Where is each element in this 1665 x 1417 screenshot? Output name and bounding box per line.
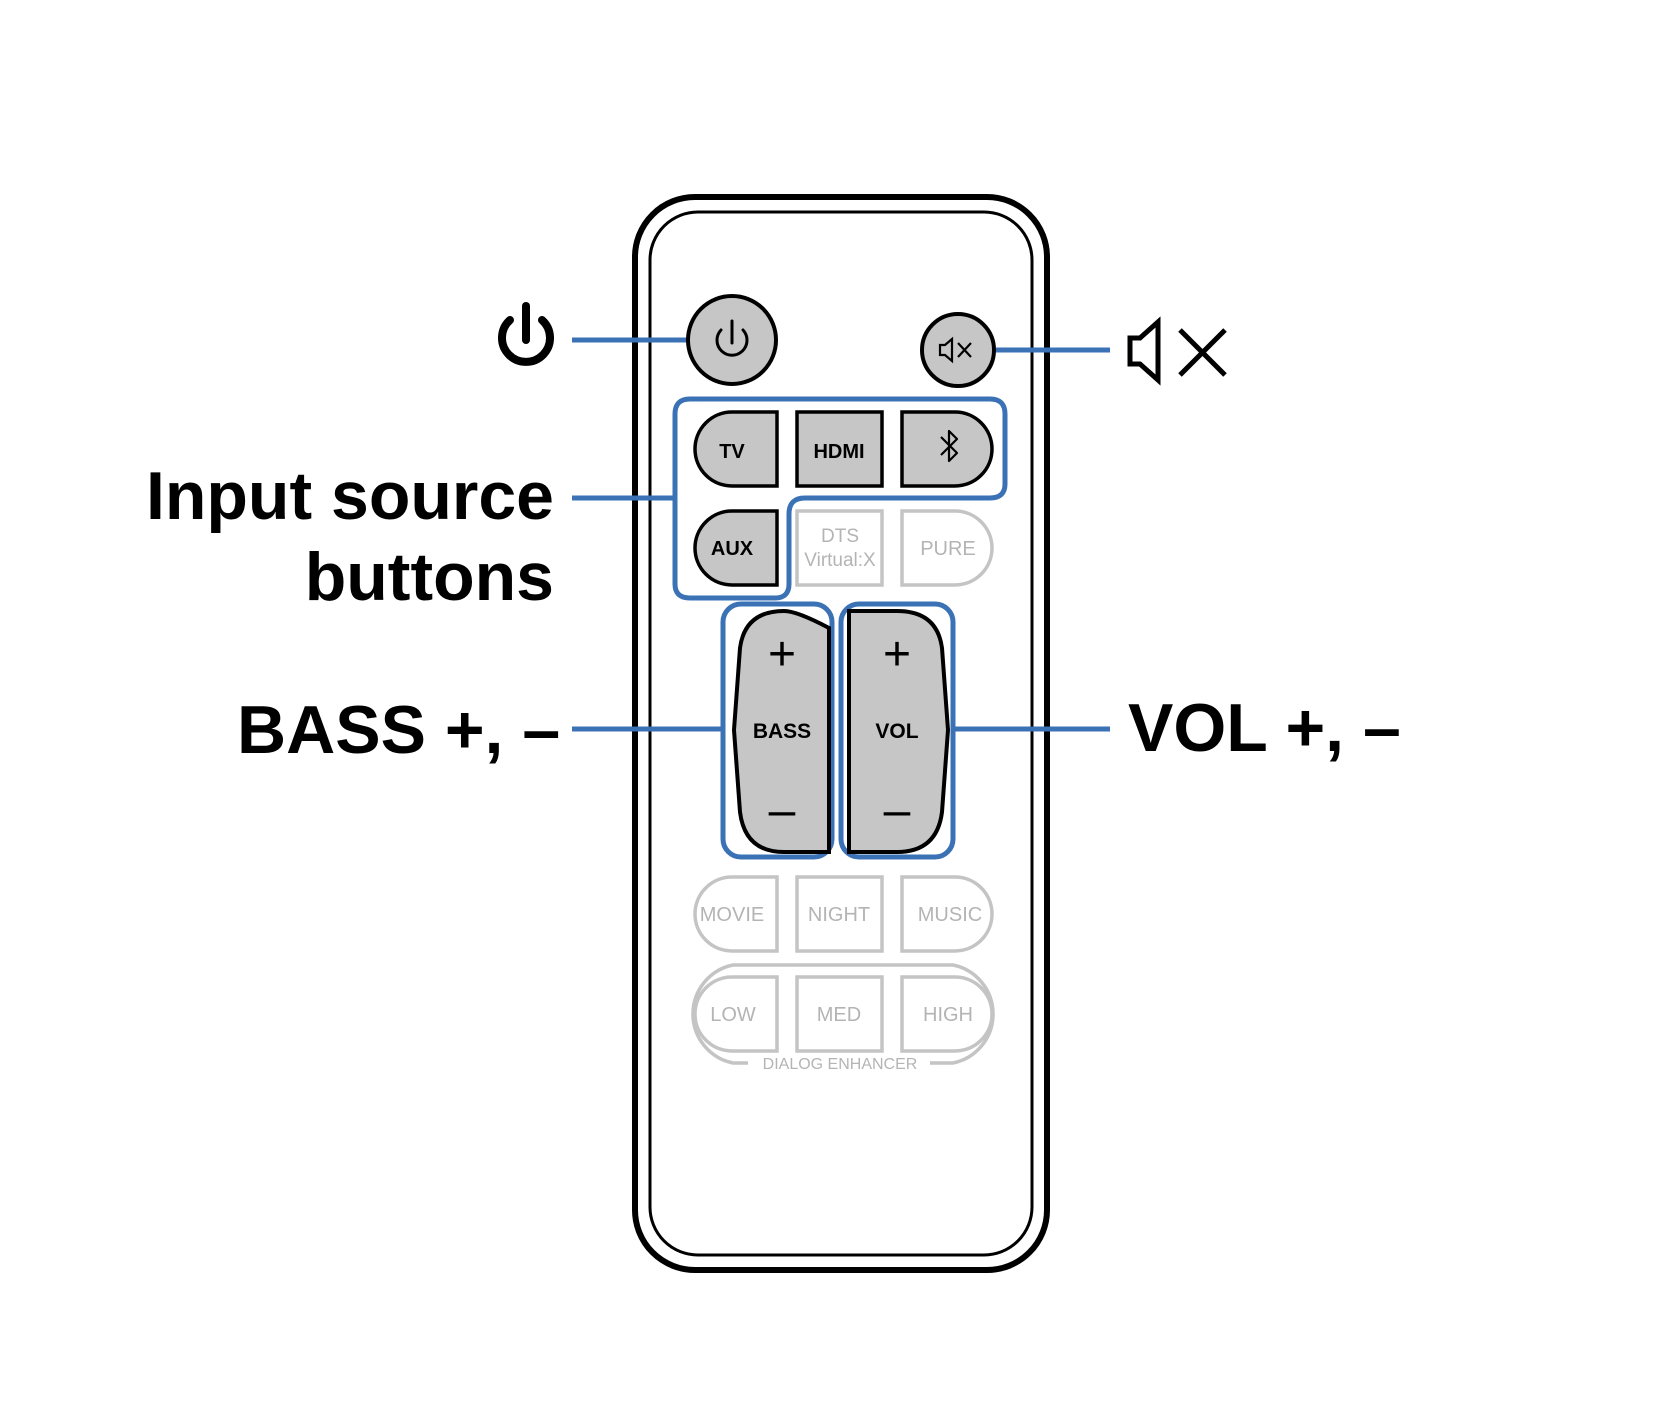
bass-plus[interactable]: +	[768, 628, 796, 681]
vol-label: VOL	[875, 720, 918, 743]
night-button-label: NIGHT	[808, 904, 870, 926]
pure-button-label: PURE	[920, 538, 976, 560]
bass-label: BASS	[753, 720, 811, 743]
tv-button-label: TV	[719, 441, 745, 463]
music-button-label: MUSIC	[918, 904, 982, 926]
input-source-label-line1: Input source	[145, 458, 554, 534]
bass-highlight	[720, 601, 835, 860]
tv-button[interactable]: TV	[693, 410, 779, 488]
bluetooth-icon	[940, 429, 959, 463]
low-button-label: LOW	[710, 1004, 756, 1026]
dts-label-line2: Virtual:X	[804, 550, 876, 571]
med-button[interactable]: MED	[795, 975, 884, 1053]
dts-label-line1: DTS	[821, 526, 859, 547]
high-button-label: HIGH	[923, 1004, 973, 1026]
bass-rocker[interactable]: + BASS –	[731, 608, 831, 854]
input-source-label-line2: buttons	[304, 539, 554, 615]
power-callout-icon	[498, 302, 554, 366]
high-button[interactable]: HIGH	[900, 975, 994, 1053]
movie-button-label: MOVIE	[700, 904, 764, 926]
dialog-enhancer-label: DIALOG ENHANCER	[763, 1056, 918, 1073]
med-button-label: MED	[817, 1004, 861, 1026]
hdmi-button-label: HDMI	[813, 441, 864, 463]
dialog-enhancer-group: DIALOG ENHANCER	[691, 963, 995, 1073]
input-source-highlight	[672, 396, 1008, 601]
night-button[interactable]: NIGHT	[795, 875, 884, 953]
aux-button[interactable]: AUX	[693, 509, 779, 587]
vol-plus[interactable]: +	[883, 628, 911, 681]
dts-virtual-x-button[interactable]: DTS Virtual:X	[795, 509, 884, 587]
vol-callout-label: VOL +, –	[1128, 690, 1401, 766]
mute-icon	[938, 336, 972, 364]
power-icon	[715, 319, 749, 357]
mute-callout-icon	[1127, 316, 1227, 386]
leader-lines	[572, 337, 1110, 732]
aux-button-label: AUX	[711, 538, 754, 560]
hdmi-button[interactable]: HDMI	[795, 410, 884, 488]
bluetooth-button[interactable]	[900, 410, 994, 488]
vol-highlight	[838, 601, 956, 860]
movie-button[interactable]: MOVIE	[693, 875, 779, 953]
bass-minus[interactable]: –	[769, 784, 796, 837]
mute-button[interactable]	[920, 312, 996, 388]
vol-minus[interactable]: –	[884, 784, 911, 837]
pure-button[interactable]: PURE	[900, 509, 994, 587]
low-button[interactable]: LOW	[693, 975, 779, 1053]
music-button[interactable]: MUSIC	[900, 875, 994, 953]
power-button[interactable]	[686, 294, 778, 386]
vol-rocker[interactable]: + VOL –	[847, 609, 951, 854]
bass-callout-label: BASS +, –	[237, 692, 561, 768]
